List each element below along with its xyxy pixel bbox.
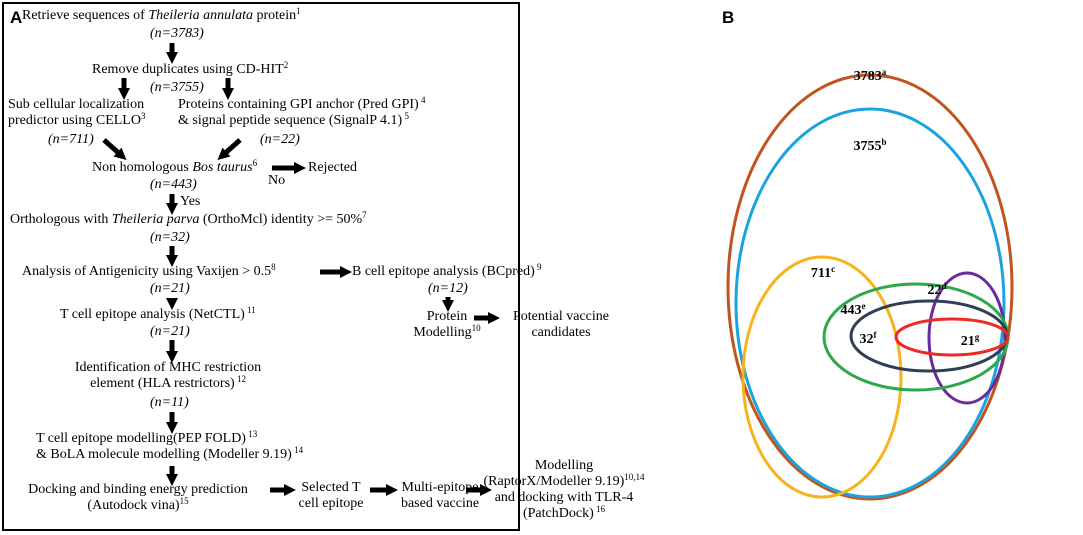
count-n-22: (n=22) [260,132,300,147]
venn-diagram: 3783a 3755b 711c 22d 443e 32f 21g [726,67,1014,501]
step-protein-modelling: Protein Modelling10 [413,309,481,340]
step-non-homologous-bos-taurus: Non homologous Bos taurus6 [92,158,258,176]
venn-ellipse-22 [927,271,1007,405]
venn-ellipse-21 [894,317,1010,357]
step-modelling-docking-tlr4: Modelling (RaptorX/Modeller 9.19)10,14 a… [483,458,645,521]
step-subcellular-localization: Sub cellular localization predictor usin… [8,97,146,128]
step-selected-t-cell-epitope: Selected T cell epitope [298,480,364,511]
arrow-diag-4 [217,138,242,160]
label-yes: Yes [180,194,201,209]
step-t-cell-epitope-netctl: T cell epitope analysis (NetCTL) 11 [60,305,256,323]
count-n-3783: (n=3783) [150,26,204,41]
venn-label-32: 32f [860,330,878,347]
step-retrieve-sequences: Retrieve sequences of Theileria annulata… [22,6,301,24]
count-n-443: (n=443) [150,177,197,192]
count-n-21-netctl: (n=21) [150,324,190,339]
count-n-3755: (n=3755) [150,80,204,95]
count-n-21-antigenicity: (n=21) [150,281,190,296]
count-n-711: (n=711) [48,132,94,147]
step-rejected: Rejected [308,160,357,175]
panel-a-label: A [10,8,23,27]
venn-label-21: 21g [961,332,980,349]
venn-ellipse-711 [741,255,903,499]
venn-label-22: 22d [927,281,946,298]
step-antigenicity-vaxijen: Analysis of Antigenicity using Vaxijen >… [22,262,276,280]
count-n-12: (n=12) [428,281,468,296]
step-b-cell-epitope-bcpred: B cell epitope analysis (BCpred) 9 [352,262,542,280]
count-n-32: (n=32) [150,230,190,245]
step-remove-duplicates: Remove duplicates using CD-HIT2 [92,60,289,78]
label-no: No [268,173,286,188]
panel-a-flowchart: A [2,2,520,531]
step-docking-binding-energy: Docking and binding energy prediction (A… [28,482,248,513]
step-multi-epitope-vaccine: Multi-epitope based vaccine [400,480,480,511]
flow-arrows [102,43,501,497]
venn-label-3755: 3755b [853,137,886,154]
arrow-diag-3 [102,138,127,160]
venn-label-443: 443e [841,301,866,318]
venn-ellipse-3783 [726,73,1014,501]
venn-label-3783: 3783a [854,67,887,84]
step-mhc-restriction-element: Identification of MHC restriction elemen… [74,360,262,391]
venn-label-711: 711c [811,264,835,281]
venn-ellipse-3755 [734,107,1006,499]
step-orthologous-theileria-parva: Orthologous with Theileria parva (OrthoM… [10,210,367,228]
step-potential-vaccine-candidates: Potential vaccine candidates [512,309,610,340]
count-n-11: (n=11) [150,395,189,410]
panel-b-label: B [722,8,735,27]
step-t-cell-epitope-modelling: T cell epitope modelling(PEP FOLD) 13 & … [36,429,304,463]
step-gpi-anchor-signal-peptide: Proteins containing GPI anchor (Pred GPI… [178,95,426,129]
